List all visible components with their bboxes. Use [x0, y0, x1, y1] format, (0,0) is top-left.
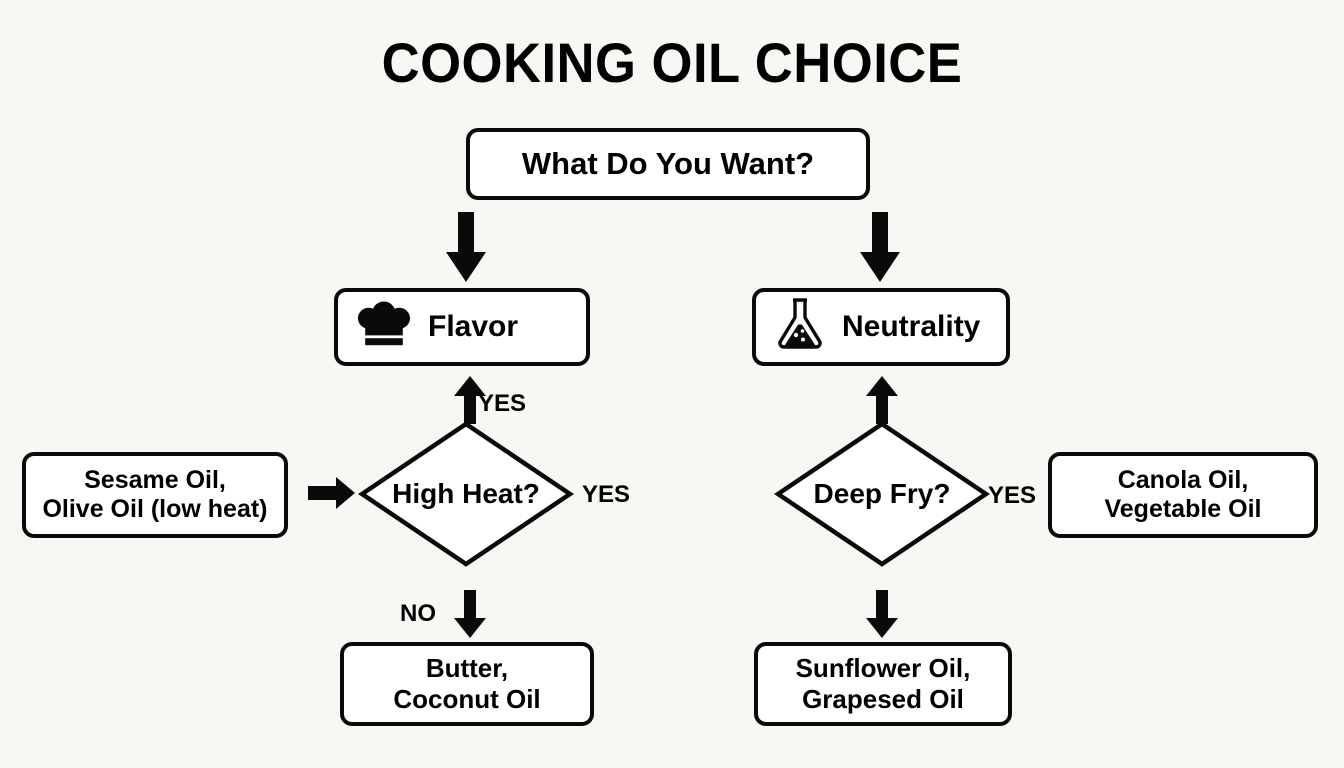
node-label: Canola Oil, Vegetable Oil — [1104, 465, 1262, 524]
node-label: Sesame Oil, Olive Oil (low heat) — [42, 465, 268, 524]
arrow-high-heat-yes-to-flavor — [452, 376, 488, 424]
edge-label-deep-fry-yes-right: YES — [988, 482, 1037, 509]
node-label: Neutrality — [842, 310, 981, 344]
node-sesame-olive-oil[interactable]: Sesame Oil, Olive Oil (low heat) — [22, 452, 288, 538]
arrow-root-to-flavor — [444, 212, 488, 284]
node-what-do-you-want[interactable]: What Do You Want? — [466, 128, 870, 200]
node-butter-coconut-oil[interactable]: Butter, Coconut Oil — [340, 642, 594, 726]
edge-label-high-heat-no: NO — [400, 600, 436, 627]
node-canola-vegetable-oil[interactable]: Canola Oil, Vegetable Oil — [1048, 452, 1318, 538]
arrow-deep-fry-to-neutrality — [864, 376, 900, 424]
flask-icon — [774, 295, 826, 359]
node-label: Butter, Coconut Oil — [393, 653, 541, 714]
edge-label-high-heat-yes-up: YES — [478, 390, 527, 417]
node-high-heat-decision[interactable]: High Heat? — [358, 420, 574, 568]
arrow-high-heat-no-to-butter — [452, 590, 488, 638]
node-label: Flavor — [428, 310, 519, 344]
arrow-deep-fry-to-sunflower — [864, 590, 900, 638]
arrow-high-heat-yes-to-sesame — [308, 476, 356, 510]
node-sunflower-grapeseed-oil[interactable]: Sunflower Oil, Grapesed Oil — [754, 642, 1012, 726]
arrow-root-to-neutrality — [858, 212, 902, 284]
edge-label-high-heat-yes-right: YES — [582, 481, 631, 508]
node-label: Deep Fry? — [813, 478, 951, 509]
node-label: High Heat? — [392, 478, 540, 509]
node-label: Sunflower Oil, Grapesed Oil — [795, 653, 971, 714]
page-title: COOKING OIL CHOICE — [381, 31, 963, 94]
node-neutrality[interactable]: Neutrality — [752, 288, 1010, 366]
node-deep-fry-decision[interactable]: Deep Fry? — [774, 420, 990, 568]
node-flavor[interactable]: Flavor — [334, 288, 590, 366]
chef-hat-icon — [356, 295, 412, 359]
node-label: What Do You Want? — [521, 145, 815, 181]
